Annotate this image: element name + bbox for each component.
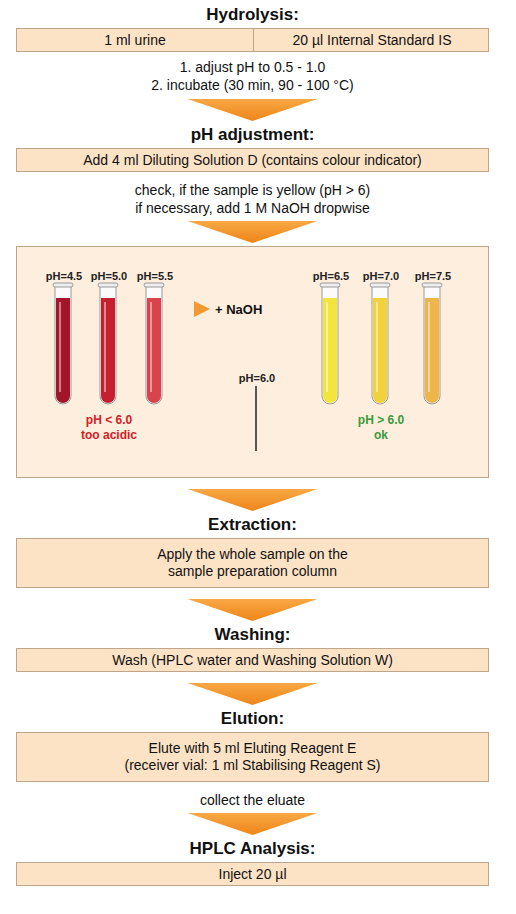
box-text: Inject 20 µl (219, 866, 287, 883)
section-heading: Washing: (16, 624, 489, 646)
step-note: if necessary, add 1 M NaOH dropwise (16, 199, 489, 217)
box-body: Inject 20 µl (16, 862, 489, 886)
box-body: Apply the whole sample on the sample pre… (16, 538, 489, 588)
panel-text: pH=5.0 (84, 269, 134, 284)
section-heading: Hydrolysis: (16, 4, 489, 26)
step-note: 1. adjust pH to 0.5 - 1.0 (16, 58, 489, 76)
box-text: Elute with 5 ml Eluting Reagent E (recei… (123, 740, 383, 774)
process-box: Extraction: Apply the whole sample on the… (16, 514, 489, 588)
flow-arrow (188, 813, 318, 835)
panel-text: pH=5.5 (130, 269, 180, 284)
process-box: pH adjustment: Add 4 ml Diluting Solution… (16, 124, 489, 172)
process-box: HPLC Analysis: Inject 20 µl (16, 838, 489, 886)
cell-box: 20 µl Internal Standard IS (254, 29, 490, 51)
step-note: 2. incubate (30 min, 90 - 100 °C) (16, 76, 489, 94)
box-body: Add 4 ml Diluting Solution D (contains c… (16, 148, 489, 172)
flow-arrow (188, 221, 318, 243)
panel-text: pH=4.5 (39, 269, 89, 284)
arrow-head (188, 221, 318, 243)
section-heading: Elution: (16, 708, 489, 730)
indicator-panel: pH=4.5pH=5.0pH=5.5+ NaOHpH=6.0pH=6.5pH=7… (16, 246, 489, 478)
process-box: Elution: Elute with 5 ml Eluting Reagent … (16, 708, 489, 782)
process-box: Washing: Wash (HPLC water and Washing Sol… (16, 624, 489, 672)
section-heading: pH adjustment: (16, 124, 489, 146)
cell-text: 20 µl Internal Standard IS (292, 32, 451, 48)
section-heading: Extraction: (16, 514, 489, 536)
arrow-head (188, 683, 318, 705)
box-text: Add 4 ml Diluting Solution D (contains c… (83, 152, 422, 169)
box-body: Wash (HPLC water and Washing Solution W) (16, 648, 489, 672)
process-box: Hydrolysis: 1 ml urine 20 µl Internal Stan… (16, 4, 489, 52)
panel-text: pH=7.0 (356, 269, 406, 284)
panel-text: + NaOH (215, 302, 295, 317)
panel-text: pH=7.5 (408, 269, 458, 284)
step-note: check, if the sample is yellow (pH > 6) (16, 181, 489, 199)
panel-text: pH=6.0 (232, 371, 282, 386)
cell-text: 1 ml urine (104, 32, 165, 48)
box-body: 1 ml urine 20 µl Internal Standard IS (16, 28, 489, 52)
box-body: Elute with 5 ml Eluting Reagent E (recei… (16, 732, 489, 782)
flow-arrow (188, 599, 318, 621)
flow-arrow (188, 489, 318, 511)
cell-box: 1 ml urine (17, 29, 254, 51)
box-text: Wash (HPLC water and Washing Solution W) (112, 652, 393, 669)
arrow-head (188, 813, 318, 835)
panel-text: pH=6.5 (306, 269, 356, 284)
step-note: collect the eluate (16, 791, 489, 809)
flow-arrow (188, 99, 318, 121)
panel-text: pH < 6.0 too acidic (79, 413, 139, 443)
arrow-head (188, 99, 318, 121)
panel-text: pH > 6.0 ok (351, 413, 411, 443)
flow-arrow (188, 683, 318, 705)
arrow-head (188, 599, 318, 621)
section-heading: HPLC Analysis: (16, 838, 489, 860)
box-text: Apply the whole sample on the sample pre… (145, 546, 360, 580)
arrow-head (188, 489, 318, 511)
